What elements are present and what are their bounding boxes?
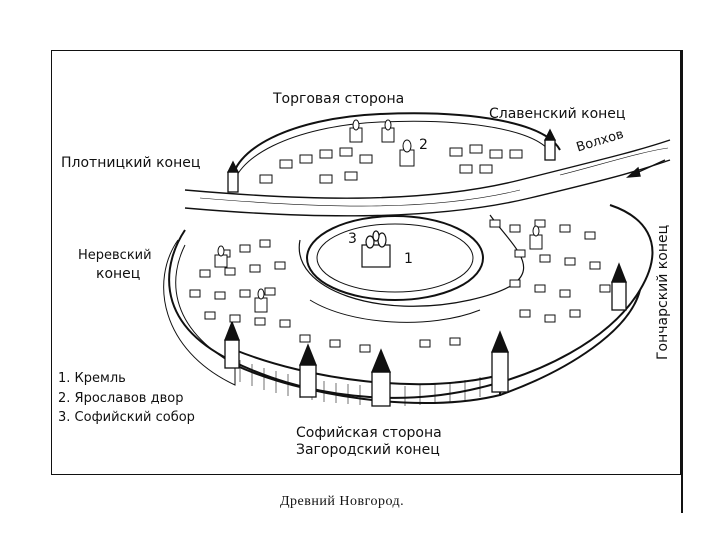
label-torgovaya-storona: Торговая сторона xyxy=(273,91,405,107)
label-slavensky-konets: Славенский конец xyxy=(489,106,626,122)
houses xyxy=(189,144,611,353)
marker-2-yaroslav-court: 2 xyxy=(419,137,428,153)
sofia-cathedral xyxy=(361,230,391,268)
label-goncharsky-konets: Гончарский конец xyxy=(655,224,671,360)
marker-3-sofia-cathedral: 3 xyxy=(348,231,357,247)
label-zagorodsky-konets: Загородский конец xyxy=(296,442,440,458)
label-plotnitsky-konets: Плотницкий конец xyxy=(61,155,201,171)
trade-side-wall xyxy=(230,112,561,193)
label-nerevsky-line1: Неревский xyxy=(78,248,152,263)
label-sofiyskaya-storona: Софийская сторона xyxy=(296,425,442,441)
sofia-side-wall xyxy=(163,204,654,405)
map-frame xyxy=(51,50,681,475)
label-nerevsky-line2: конец xyxy=(96,266,141,282)
legend-item-sofia-cathedral: 3. Софийский собор xyxy=(58,410,195,425)
flow-arrow xyxy=(625,159,666,178)
churches xyxy=(214,119,543,313)
map-caption: Древний Новгород. xyxy=(280,494,405,509)
marker-1-kremlin: 1 xyxy=(404,251,413,267)
legend-item-kremlin: 1. Кремль xyxy=(58,371,126,386)
towers xyxy=(224,128,627,407)
kremlin xyxy=(298,214,525,323)
legend-item-yaroslav-court: 2. Ярославов двор xyxy=(58,391,184,406)
page-edge-line xyxy=(681,50,683,513)
